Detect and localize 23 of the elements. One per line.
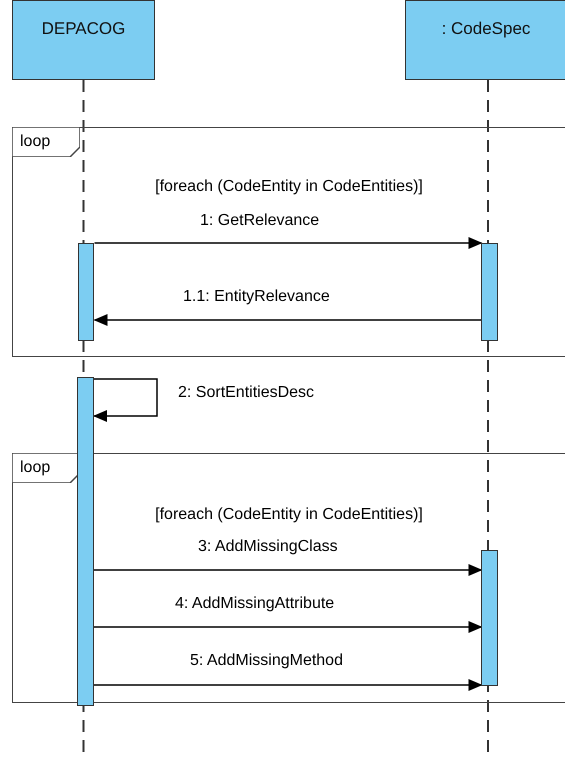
message-label: 1.1: EntityRelevance	[183, 288, 330, 306]
message-label: 4: AddMissingAttribute	[175, 595, 334, 613]
message-arrow	[94, 621, 482, 633]
activation-bar	[481, 550, 498, 686]
message-label: 5: AddMissingMethod	[190, 652, 343, 670]
loop-frame	[12, 127, 565, 357]
message-arrow	[94, 564, 482, 576]
loop-label: loop	[12, 127, 80, 157]
participant-box: DEPACOG	[12, 0, 155, 80]
message-label: 1: GetRelevance	[200, 212, 320, 230]
activation-bar	[481, 243, 498, 341]
message-label: 3: AddMissingClass	[198, 538, 338, 556]
guard-condition: [foreach (CodeEntity in CodeEntities)]	[155, 506, 423, 524]
message-label: 2: SortEntitiesDesc	[178, 384, 314, 402]
participant-box: : CodeSpec	[405, 0, 565, 80]
loop-frame	[12, 453, 565, 703]
activation-bar	[77, 377, 94, 706]
message-arrow	[93, 378, 158, 422]
message-arrow	[94, 237, 482, 249]
message-arrow	[94, 314, 482, 326]
message-arrow	[94, 679, 482, 691]
activation-bar	[78, 243, 94, 341]
guard-condition: [foreach (CodeEntity in CodeEntities)]	[155, 178, 423, 196]
